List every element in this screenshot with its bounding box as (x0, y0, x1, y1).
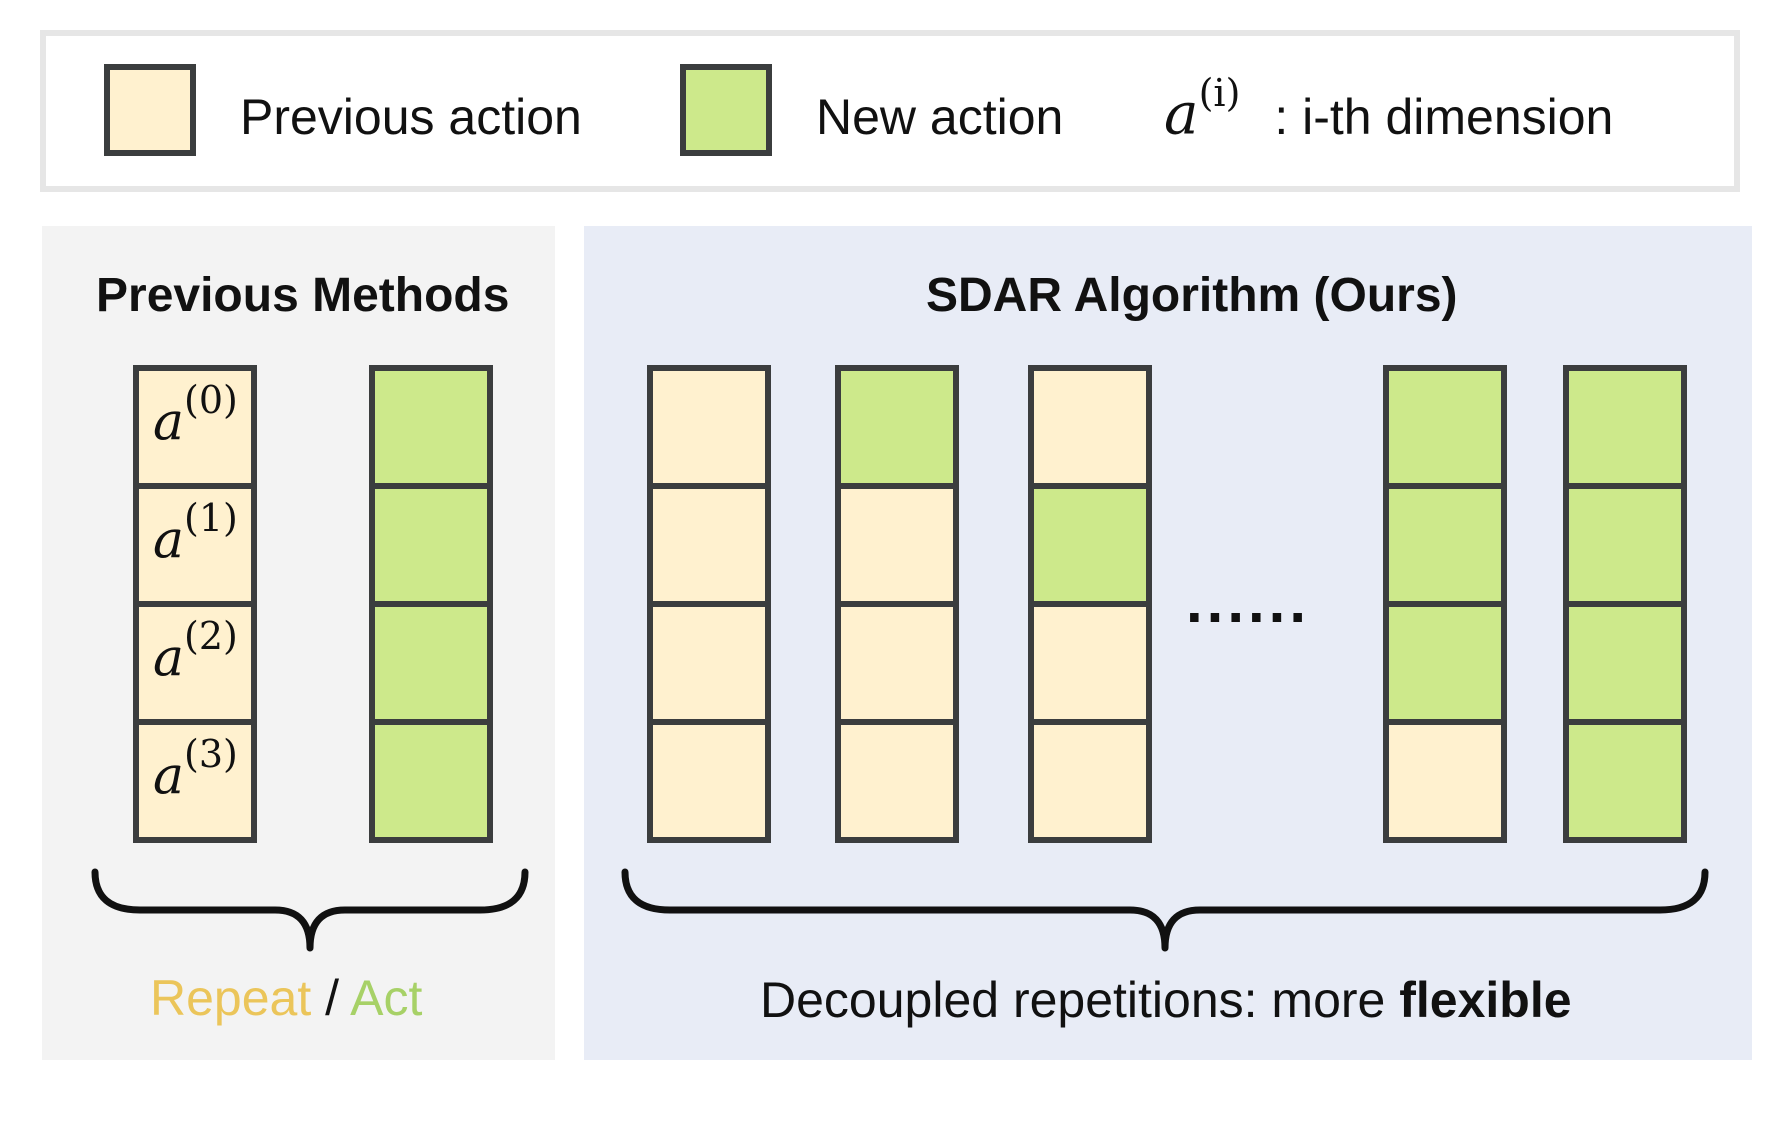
dim-3-label: a(3) (153, 732, 238, 807)
dimension-symbol: a (1164, 79, 1199, 148)
sdar-col1-dim2 (647, 601, 771, 725)
new-action-label: New action (816, 89, 1064, 145)
sdar-col1-dim3 (647, 719, 771, 843)
decoupled-caption: Decoupled repetitions: more flexible (760, 975, 1572, 1025)
sdar-col4-dim1 (1383, 483, 1507, 607)
sdar-col1-dim0 (647, 365, 771, 489)
dim-0-label: a(0) (153, 378, 238, 453)
sdar-col4-dim2 (1383, 601, 1507, 725)
act-label: Act (350, 970, 423, 1026)
new-dim-1-cell (369, 483, 493, 607)
caption-separator: / (311, 970, 351, 1026)
sdar-col5-dim3 (1563, 719, 1687, 843)
sdar-col1-dim1 (647, 483, 771, 607)
sdar-title: SDAR Algorithm (Ours) (926, 269, 1458, 322)
sdar-col5-dim0 (1563, 365, 1687, 489)
prev-dim-3-cell: a(3) (133, 719, 257, 843)
new-action-swatch (680, 64, 772, 156)
dimension-text: : i-th dimension (1274, 88, 1614, 145)
sdar-col4-dim0 (1383, 365, 1507, 489)
sdar-col3-dim1 (1028, 483, 1152, 607)
flexible-word: flexible (1399, 972, 1572, 1028)
sdar-col2-dim1 (835, 483, 959, 607)
dimension-superscript: (i) (1198, 71, 1241, 115)
sdar-col4-dim3 (1383, 719, 1507, 843)
sdar-col3-dim2 (1028, 601, 1152, 725)
dimension-legend: a(i) : i-th dimension (1164, 74, 1614, 145)
right-brace (621, 868, 1709, 952)
previous-methods-title: Previous Methods (96, 269, 510, 322)
dim-2-label: a(2) (153, 614, 238, 689)
dim-1-label: a(1) (153, 496, 238, 571)
ellipsis: ...... (1186, 568, 1311, 635)
repeat-act-caption: Repeat / Act (150, 973, 422, 1023)
sdar-col3-dim0 (1028, 365, 1152, 489)
sdar-col3-dim3 (1028, 719, 1152, 843)
prev-dim-0-cell: a(0) (133, 365, 257, 489)
previous-action-swatch (104, 64, 196, 156)
sdar-col2-dim0 (835, 365, 959, 489)
decoupled-caption-text: Decoupled repetitions: more (760, 972, 1400, 1028)
sdar-col2-dim2 (835, 601, 959, 725)
sdar-col5-dim2 (1563, 601, 1687, 725)
legend-box (40, 30, 1740, 192)
sdar-col2-dim3 (835, 719, 959, 843)
new-dim-2-cell (369, 601, 493, 725)
repeat-label: Repeat (150, 970, 312, 1026)
prev-dim-1-cell: a(1) (133, 483, 257, 607)
left-brace (91, 868, 529, 952)
new-dim-0-cell (369, 365, 493, 489)
previous-action-label: Previous action (240, 89, 582, 145)
sdar-col5-dim1 (1563, 483, 1687, 607)
new-dim-3-cell (369, 719, 493, 843)
prev-dim-2-cell: a(2) (133, 601, 257, 725)
